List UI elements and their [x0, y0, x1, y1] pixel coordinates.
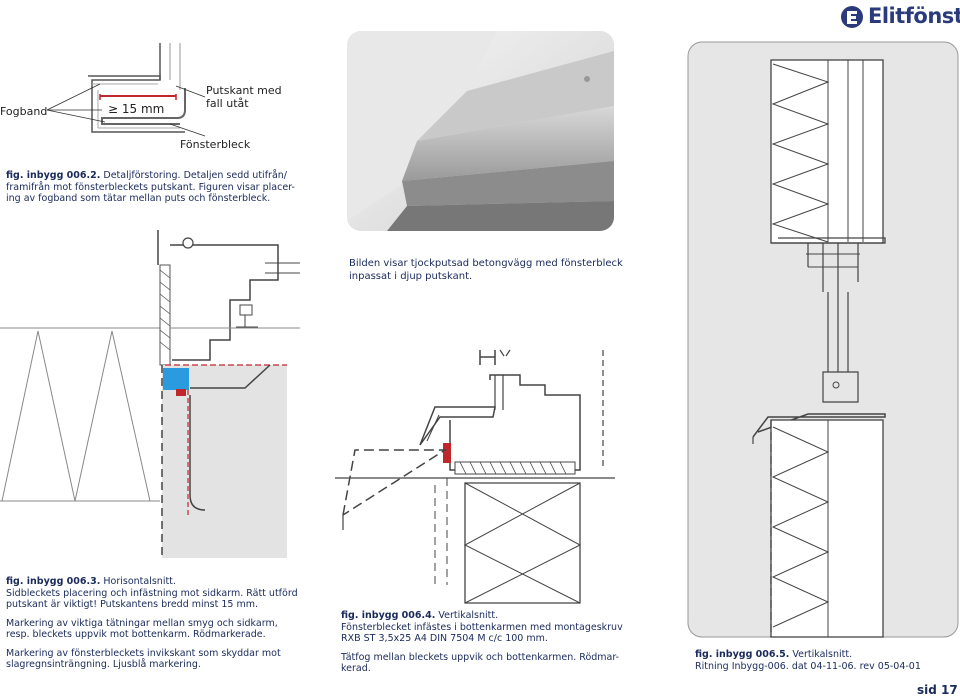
label-putskant: Putskant med fall utåt: [206, 84, 282, 110]
fig-0063-p3: Markering av fönsterbleckets invikskant …: [6, 647, 281, 671]
page-number: sid 17: [917, 683, 958, 697]
photo-content: [347, 31, 614, 231]
photo-windowsill: [347, 31, 614, 231]
brand-logo: Elitfönster: [840, 4, 960, 30]
fig-0064-p2: Tätfog mellan bleckets uppvik och botten…: [341, 651, 620, 675]
label-dimension: ≥ 15 mm: [108, 102, 165, 116]
fig-0063-p2: Markering av viktiga tätningar mellan sm…: [6, 617, 278, 641]
fig-0065-text: Ritning Inbygg-006. dat 04-11-06. rev 05…: [695, 660, 921, 672]
caption-fig-0063: fig. inbygg 006.3. Horisontalsnitt. Sidb…: [6, 576, 306, 671]
fig-0062-text: Detaljen sedd utifrån/ framifrån mot fön…: [6, 170, 295, 204]
fig-0062-number: fig. inbygg 006.2.: [6, 170, 101, 181]
fig-0062-title: Detaljförstoring.: [103, 170, 181, 181]
fig-0065-title: Vertikalsnitt.: [792, 649, 853, 660]
caption-fig-0062: fig. inbygg 006.2. Detaljförstoring. Det…: [6, 170, 296, 205]
vertical-section-drawing: [335, 349, 615, 604]
brand-logo-icon: [841, 6, 863, 28]
caption-fig-0064: fig. inbygg 006.4. Vertikalsnitt. Fönste…: [341, 610, 641, 675]
fig-0064-title: Vertikalsnitt.: [438, 610, 499, 621]
horizontal-section-drawing: [0, 230, 300, 558]
brand-name: Elitfönster: [868, 4, 960, 28]
photo-caption: Bilden visar tjockputsad betongvägg med …: [349, 258, 623, 282]
detail-drawing: [46, 43, 206, 137]
fig-0064-head: fig. inbygg 006.4. Vertikalsnitt.: [341, 610, 641, 622]
caption-fig-0065: fig. inbygg 006.5. Vertikalsnitt. Ritnin…: [695, 649, 955, 672]
fig-0063-p1: Sidbleckets placering och infästning mot…: [6, 587, 298, 611]
label-fonsterbleck: Fönsterbleck: [180, 138, 251, 151]
fig-0064-number: fig. inbygg 006.4.: [341, 610, 436, 621]
fig-0063-number: fig. inbygg 006.3.: [6, 576, 101, 587]
fig-0065-number: fig. inbygg 006.5.: [695, 649, 790, 660]
fig-0063-head: fig. inbygg 006.3. Horisontalsnitt.: [6, 576, 306, 588]
fig-0064-p1: Fönsterblecket infästes i bottenkarmen m…: [341, 621, 623, 645]
label-fogband: Fogband: [0, 105, 48, 118]
fig-0063-title: Horisontalsnitt.: [103, 576, 176, 587]
fig-0065-head: fig. inbygg 006.5. Vertikalsnitt.: [695, 649, 955, 661]
right-section-drawing: [687, 41, 959, 638]
